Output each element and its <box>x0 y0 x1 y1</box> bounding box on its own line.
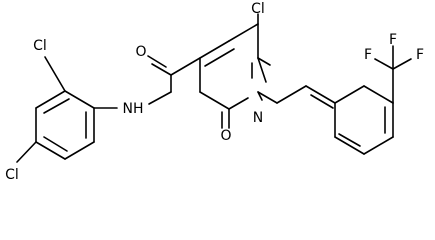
carboxamide-group <box>147 55 201 105</box>
atom-label-cl-left-upper: Cl <box>33 38 47 54</box>
benzyl-ring <box>257 85 394 155</box>
atom-label-o-amide: O <box>135 44 146 60</box>
atom-label-n-ring: N <box>253 110 263 126</box>
molecule-structure-diagram: Cl O NH Cl Cl N O F F F <box>5 1 424 183</box>
atom-label-o-keto: O <box>220 128 231 144</box>
atom-label-nh: NH <box>123 101 144 117</box>
atom-label-cl-left-lower: Cl <box>5 167 19 183</box>
atom-label-f-right: F <box>416 47 424 63</box>
dichlorophenyl-ring <box>16 56 118 163</box>
trifluoromethyl-group <box>374 45 412 104</box>
keto-group <box>221 108 230 129</box>
atom-label-f-left: F <box>364 47 372 63</box>
atom-label-f-top: F <box>389 32 397 48</box>
pyridinone-ring <box>199 23 271 110</box>
atom-label-cl-top: Cl <box>251 1 265 17</box>
